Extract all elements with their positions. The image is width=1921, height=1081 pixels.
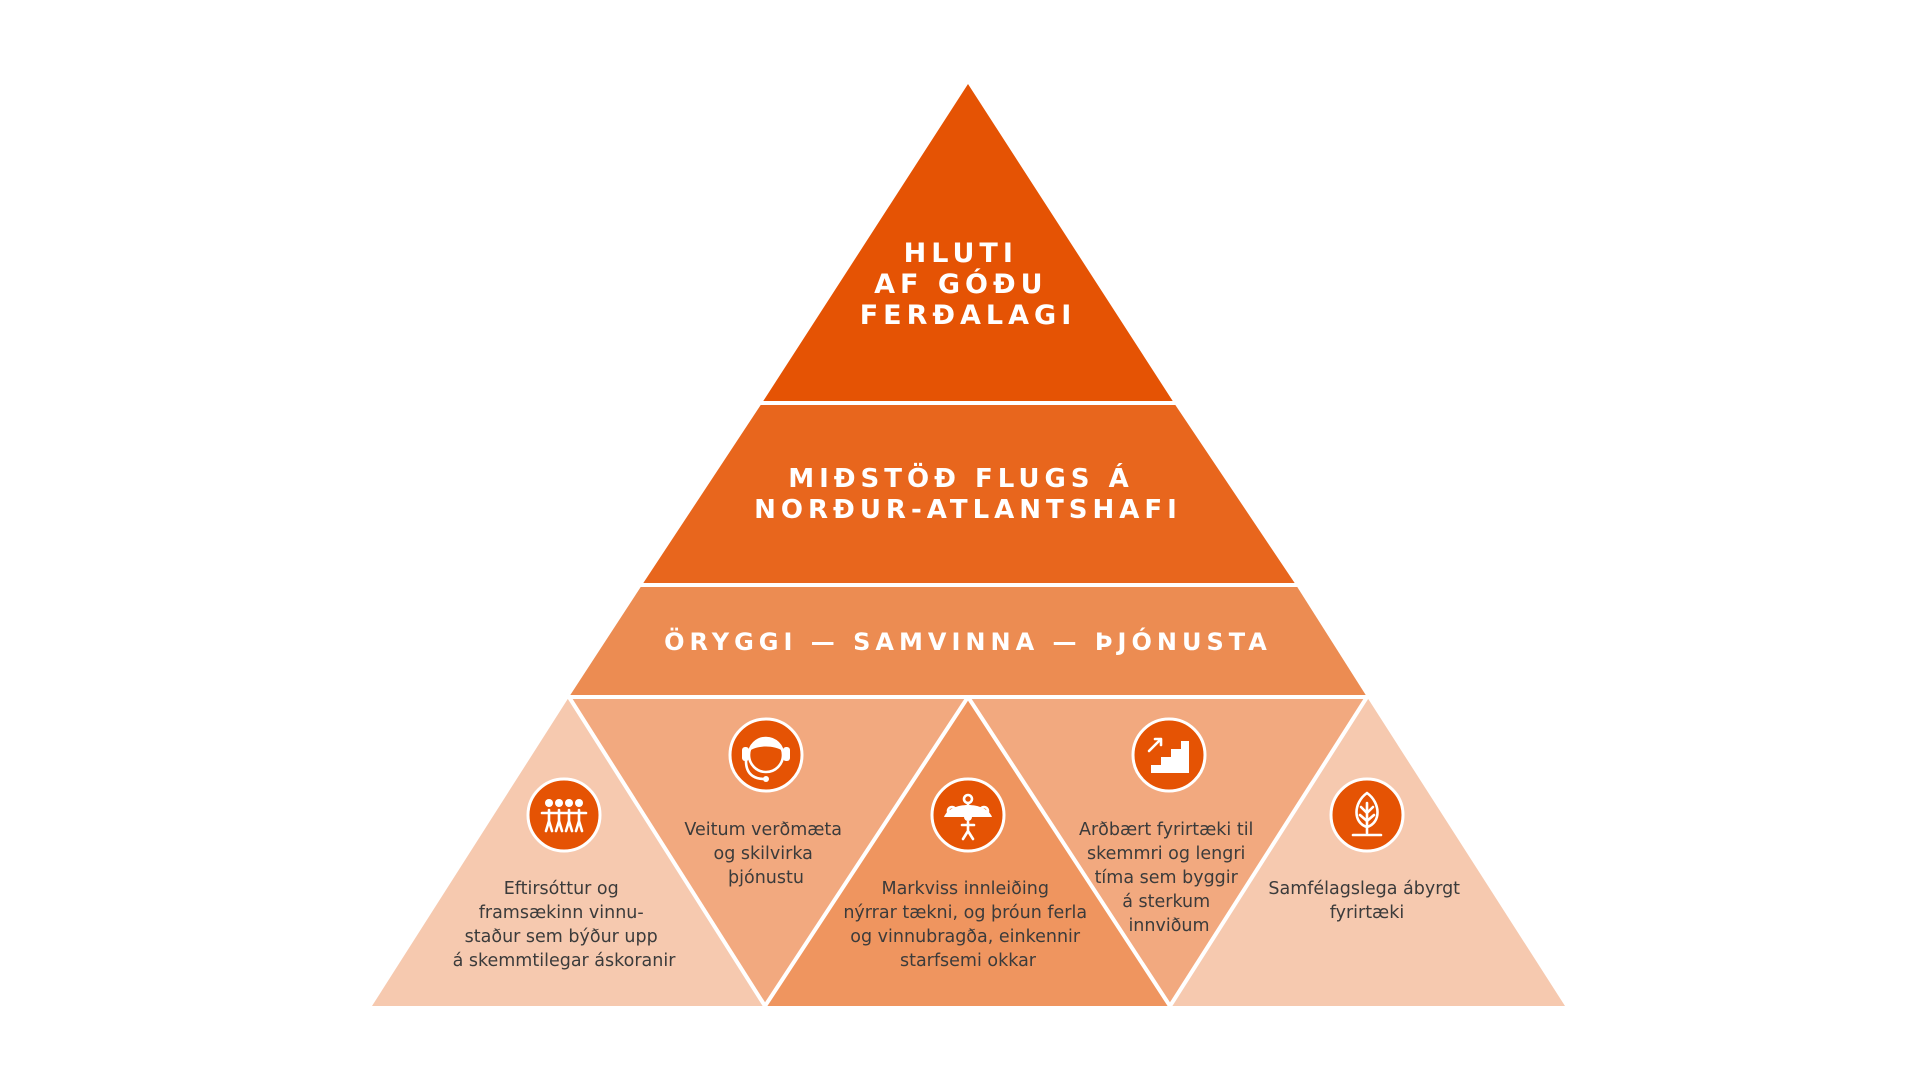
people-group-icon (526, 777, 602, 853)
pillar-segment-4 (968, 697, 1367, 1006)
pillar-4-line: innviðum (1128, 916, 1209, 936)
sustainability-leaf-icon (1329, 777, 1405, 853)
pillar-4-line: skemmri og lengri (1087, 844, 1245, 864)
pillar-1-text: Eftirsóttur og framsækinn vinnu- staður … (453, 879, 677, 971)
pillar-5-line: Samfélagslega ábyrgt (1268, 879, 1460, 899)
pillar-2-line: Veitum verðmæta (684, 820, 842, 840)
pillar-1-line: Eftirsóttur og (504, 879, 619, 899)
tier-values-line: ÖRYGGI — SAMVINNA — ÞJÓNUSTA (664, 626, 1272, 656)
tier-middle-line: MIÐSTÖÐ FLUGS Á (788, 461, 1134, 494)
segment-separators (567, 401, 1369, 1008)
pillar-3-line: og vinnubragða, einkennir (850, 927, 1081, 947)
tier-top-line: FERÐALAGI (860, 300, 1077, 331)
pillar-1-line: framsækinn vinnu- (479, 903, 644, 923)
pillar-4-line: Arðbært fyrirtæki til (1079, 820, 1253, 840)
headset-agent-icon (728, 717, 804, 793)
pillar-3-line: nýrrar tækni, og þróun ferla (843, 903, 1087, 923)
tier-top-line: AF GÓÐU (874, 268, 1047, 300)
pillar-4-line: á sterkum (1122, 892, 1210, 912)
pillar-5-line: fyrirtæki (1330, 903, 1405, 923)
pillar-4-text: Arðbært fyrirtæki til skemmri og lengri … (1079, 820, 1259, 936)
tier-middle-line: NORÐUR-ATLANTSHAFI (754, 495, 1182, 525)
pillar-2-text: Veitum verðmæta og skilvirka þjónustu (684, 820, 847, 888)
growth-stairs-icon (1131, 717, 1207, 793)
pillar-3-line: Markviss innleiðing (881, 879, 1048, 899)
tier-top-label: HLUTI AF GÓÐU FERÐALAGI (860, 238, 1077, 331)
tier-values-segment (569, 585, 1367, 697)
pillar-2-line: og skilvirka (714, 844, 813, 864)
tier-values-label: ÖRYGGI — SAMVINNA — ÞJÓNUSTA (664, 626, 1272, 656)
pillar-1-line: staður sem býður upp (465, 927, 658, 947)
tier-middle-label: MIÐSTÖÐ FLUGS Á NORÐUR-ATLANTSHAFI (754, 461, 1182, 525)
pillar-2-line: þjónustu (728, 868, 804, 888)
pillar-3-text: Markviss innleiðing nýrrar tækni, og þró… (843, 879, 1092, 971)
pillar-3-line: starfsemi okkar (900, 951, 1037, 971)
pillar-1-line: á skemmtilegar áskoranir (453, 951, 677, 971)
pillar-4-line: tíma sem byggir (1095, 868, 1239, 888)
innovation-ideas-icon (930, 777, 1006, 853)
pillar-5-text: Samfélagslega ábyrgt fyrirtæki (1268, 879, 1465, 923)
tier-top-segment (762, 84, 1174, 403)
pillar-segment-2 (569, 697, 968, 1006)
tier-top-line: HLUTI (904, 238, 1018, 269)
tier-middle-segment (642, 403, 1296, 585)
